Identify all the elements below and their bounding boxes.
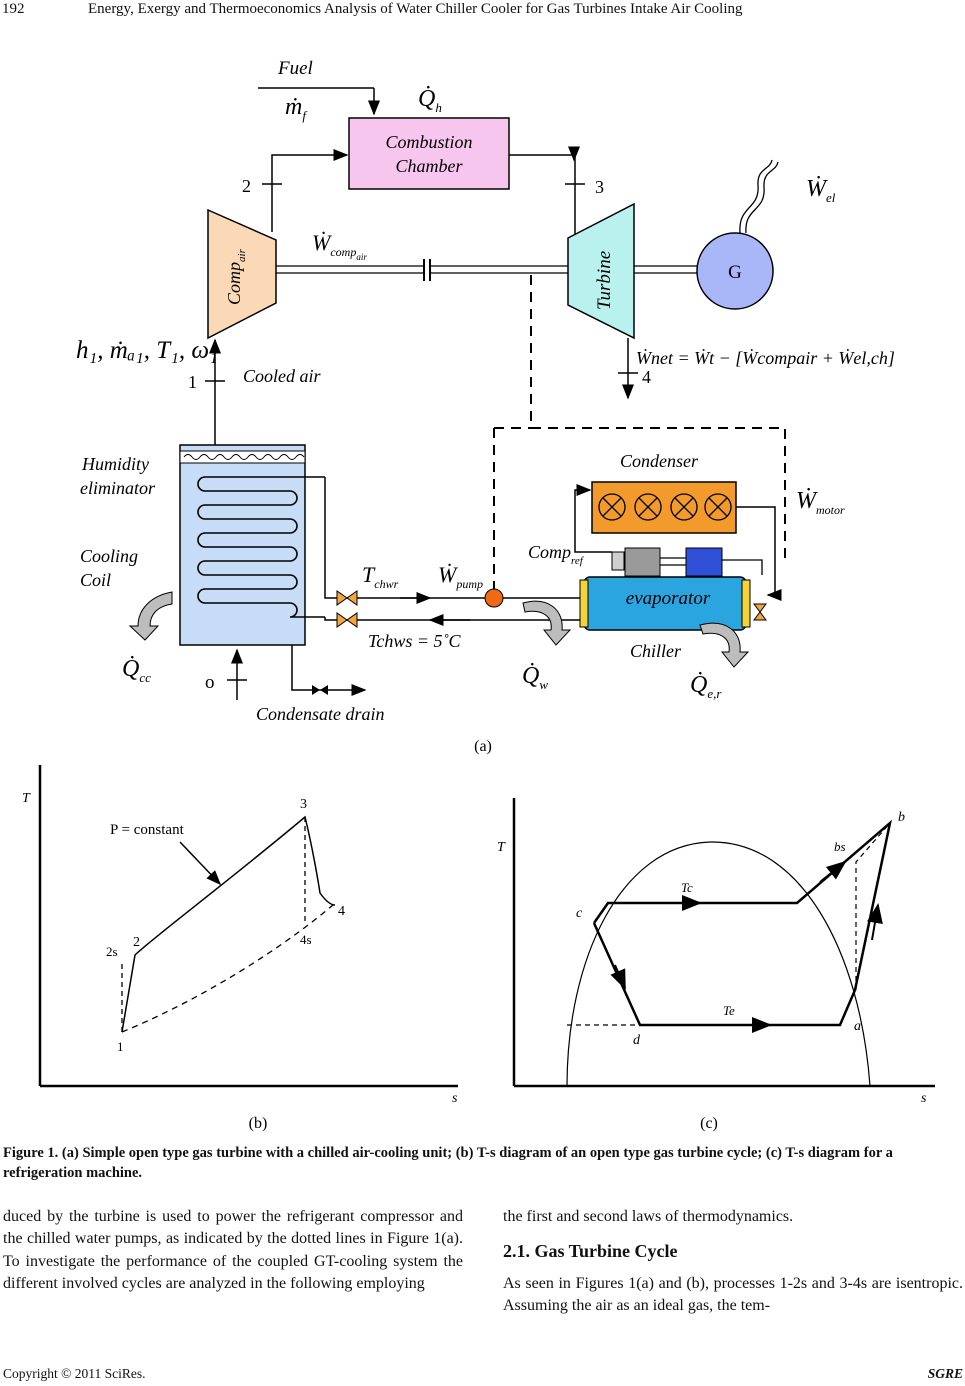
journal-abbrev: SGRE [927,1366,963,1381]
figure-1a-schematic: Fuel ṁf Q̇h Combustion Chamber 2 3 Compa… [76,58,895,755]
c-te-label: Te [723,1003,735,1018]
c-point-d: d [633,1033,641,1048]
right-column: the first and second laws of thermodynam… [503,1206,963,1317]
coil-heat-symbol: Q̇cc [122,656,151,685]
net-work-equation: Ẇnet = Ẇt − [Ẇcompair + Ẇel,ch] [636,347,895,368]
electric-work-symbol: Ẇel [806,176,836,205]
combustion-chamber [348,117,510,190]
c-point-c: c [576,906,583,921]
c-point-b: b [898,810,905,825]
left-paragraph: duced by the turbine is used to power th… [3,1208,463,1292]
state-2: 2 [242,176,251,196]
compressor-motor [685,547,723,577]
cooling-coil [197,476,325,618]
condenser [591,481,737,534]
c-y-label: T [497,840,506,855]
page-number: 192 [2,1,25,17]
running-header: 192 Energy, Exergy and Thermoeconomics A… [0,0,965,24]
humidity-label-2: eliminator [80,478,156,498]
section-title: 2.1. Gas Turbine Cycle [503,1241,678,1262]
cooling-label-2: Coil [80,570,111,590]
c-x-label: s [921,1091,927,1106]
right-paragraph-1: the first and second laws of thermodynam… [503,1208,794,1225]
air-compressor [207,208,277,340]
b-x-label: s [452,1091,458,1106]
figure-1c-ts-diagram: T s a b bs c d Tc Te (c) [497,798,935,1132]
b-annotation: P = constant [110,822,185,838]
chiller-label: Chiller [630,641,682,661]
b-point-4s: 4s [300,932,312,947]
heat-input-symbol: Q̇h [418,86,442,115]
return-temp-symbol: Tchwr [362,562,399,591]
refrigerant-compressor [624,547,661,577]
evaporator-heat-symbol: Q̇e,r [690,672,722,701]
combustion-label-1: Combustion [385,132,472,152]
state-3: 3 [595,177,604,197]
state-1: 1 [188,372,197,392]
compressor-work-symbol: Ẇcompair [312,230,367,262]
figure-caption: Figure 1. (a) Simple open type gas turbi… [3,1145,893,1181]
b-point-1: 1 [117,1039,124,1054]
b-y-label: T [22,791,31,806]
figure-1b-ts-diagram: T s P = constant 1 2 2s 3 4 4s (b) [22,765,458,1132]
page-footer: Copyright © 2011 SciRes. SGRE [3,1366,963,1382]
b-point-4: 4 [338,904,345,919]
refrigerant-compressor-label: Compref [528,542,585,567]
pump-heat-symbol: Q̇w [522,663,548,692]
generator-label: G [728,262,742,283]
copyright: Copyright © 2011 SciRes. [3,1366,146,1381]
subfigure-c-label: (c) [700,1115,718,1132]
condenser-label: Condenser [620,451,699,471]
generator [696,232,774,310]
b-point-3: 3 [300,797,307,812]
motor-work-symbol: Ẇmotor [796,488,845,517]
left-column: duced by the turbine is used to power th… [3,1206,463,1295]
c-tc-label: Tc [681,880,693,895]
subfigure-b-label: (b) [249,1115,268,1132]
right-paragraph-2: As seen in Figures 1(a) and (b), process… [503,1274,963,1314]
turbine-label: Turbine [594,251,615,310]
expansion-valve [753,603,767,613]
inlet-state: h₁, ṁₐ₁, T₁, ω₁ [76,337,218,364]
pump-work-symbol: Ẇpump [438,562,483,591]
c-point-a: a [854,1019,861,1034]
fuel-label: Fuel [277,58,313,79]
subfigure-a-label: (a) [474,738,492,755]
humidity-label-1: Humidity [81,454,149,474]
supply-temp-label: Tchws = 5˚C [368,631,461,651]
state-4: 4 [642,367,651,387]
fuel-flow-symbol: ṁf [285,94,308,123]
combustion-label-2: Chamber [396,156,464,176]
compressor-label: Compair [224,248,248,305]
running-title: Energy, Exergy and Thermoeconomics Analy… [88,1,743,17]
state-0: o [205,672,215,693]
cooling-coil-unit [179,444,306,646]
evaporator-label: evaporator [626,588,711,609]
return-valve [336,590,348,606]
humidity-eliminator [179,450,306,464]
b-point-2s: 2s [106,944,118,959]
supply-valve [336,612,348,628]
condensate-drain-label: Condensate drain [256,704,385,724]
c-point-bs: bs [834,839,846,854]
chilled-water-pump [484,588,504,608]
cooling-label-1: Cooling [80,546,138,566]
gas-turbine [567,202,635,340]
cooled-air-label: Cooled air [243,366,321,386]
b-point-2: 2 [133,935,140,950]
